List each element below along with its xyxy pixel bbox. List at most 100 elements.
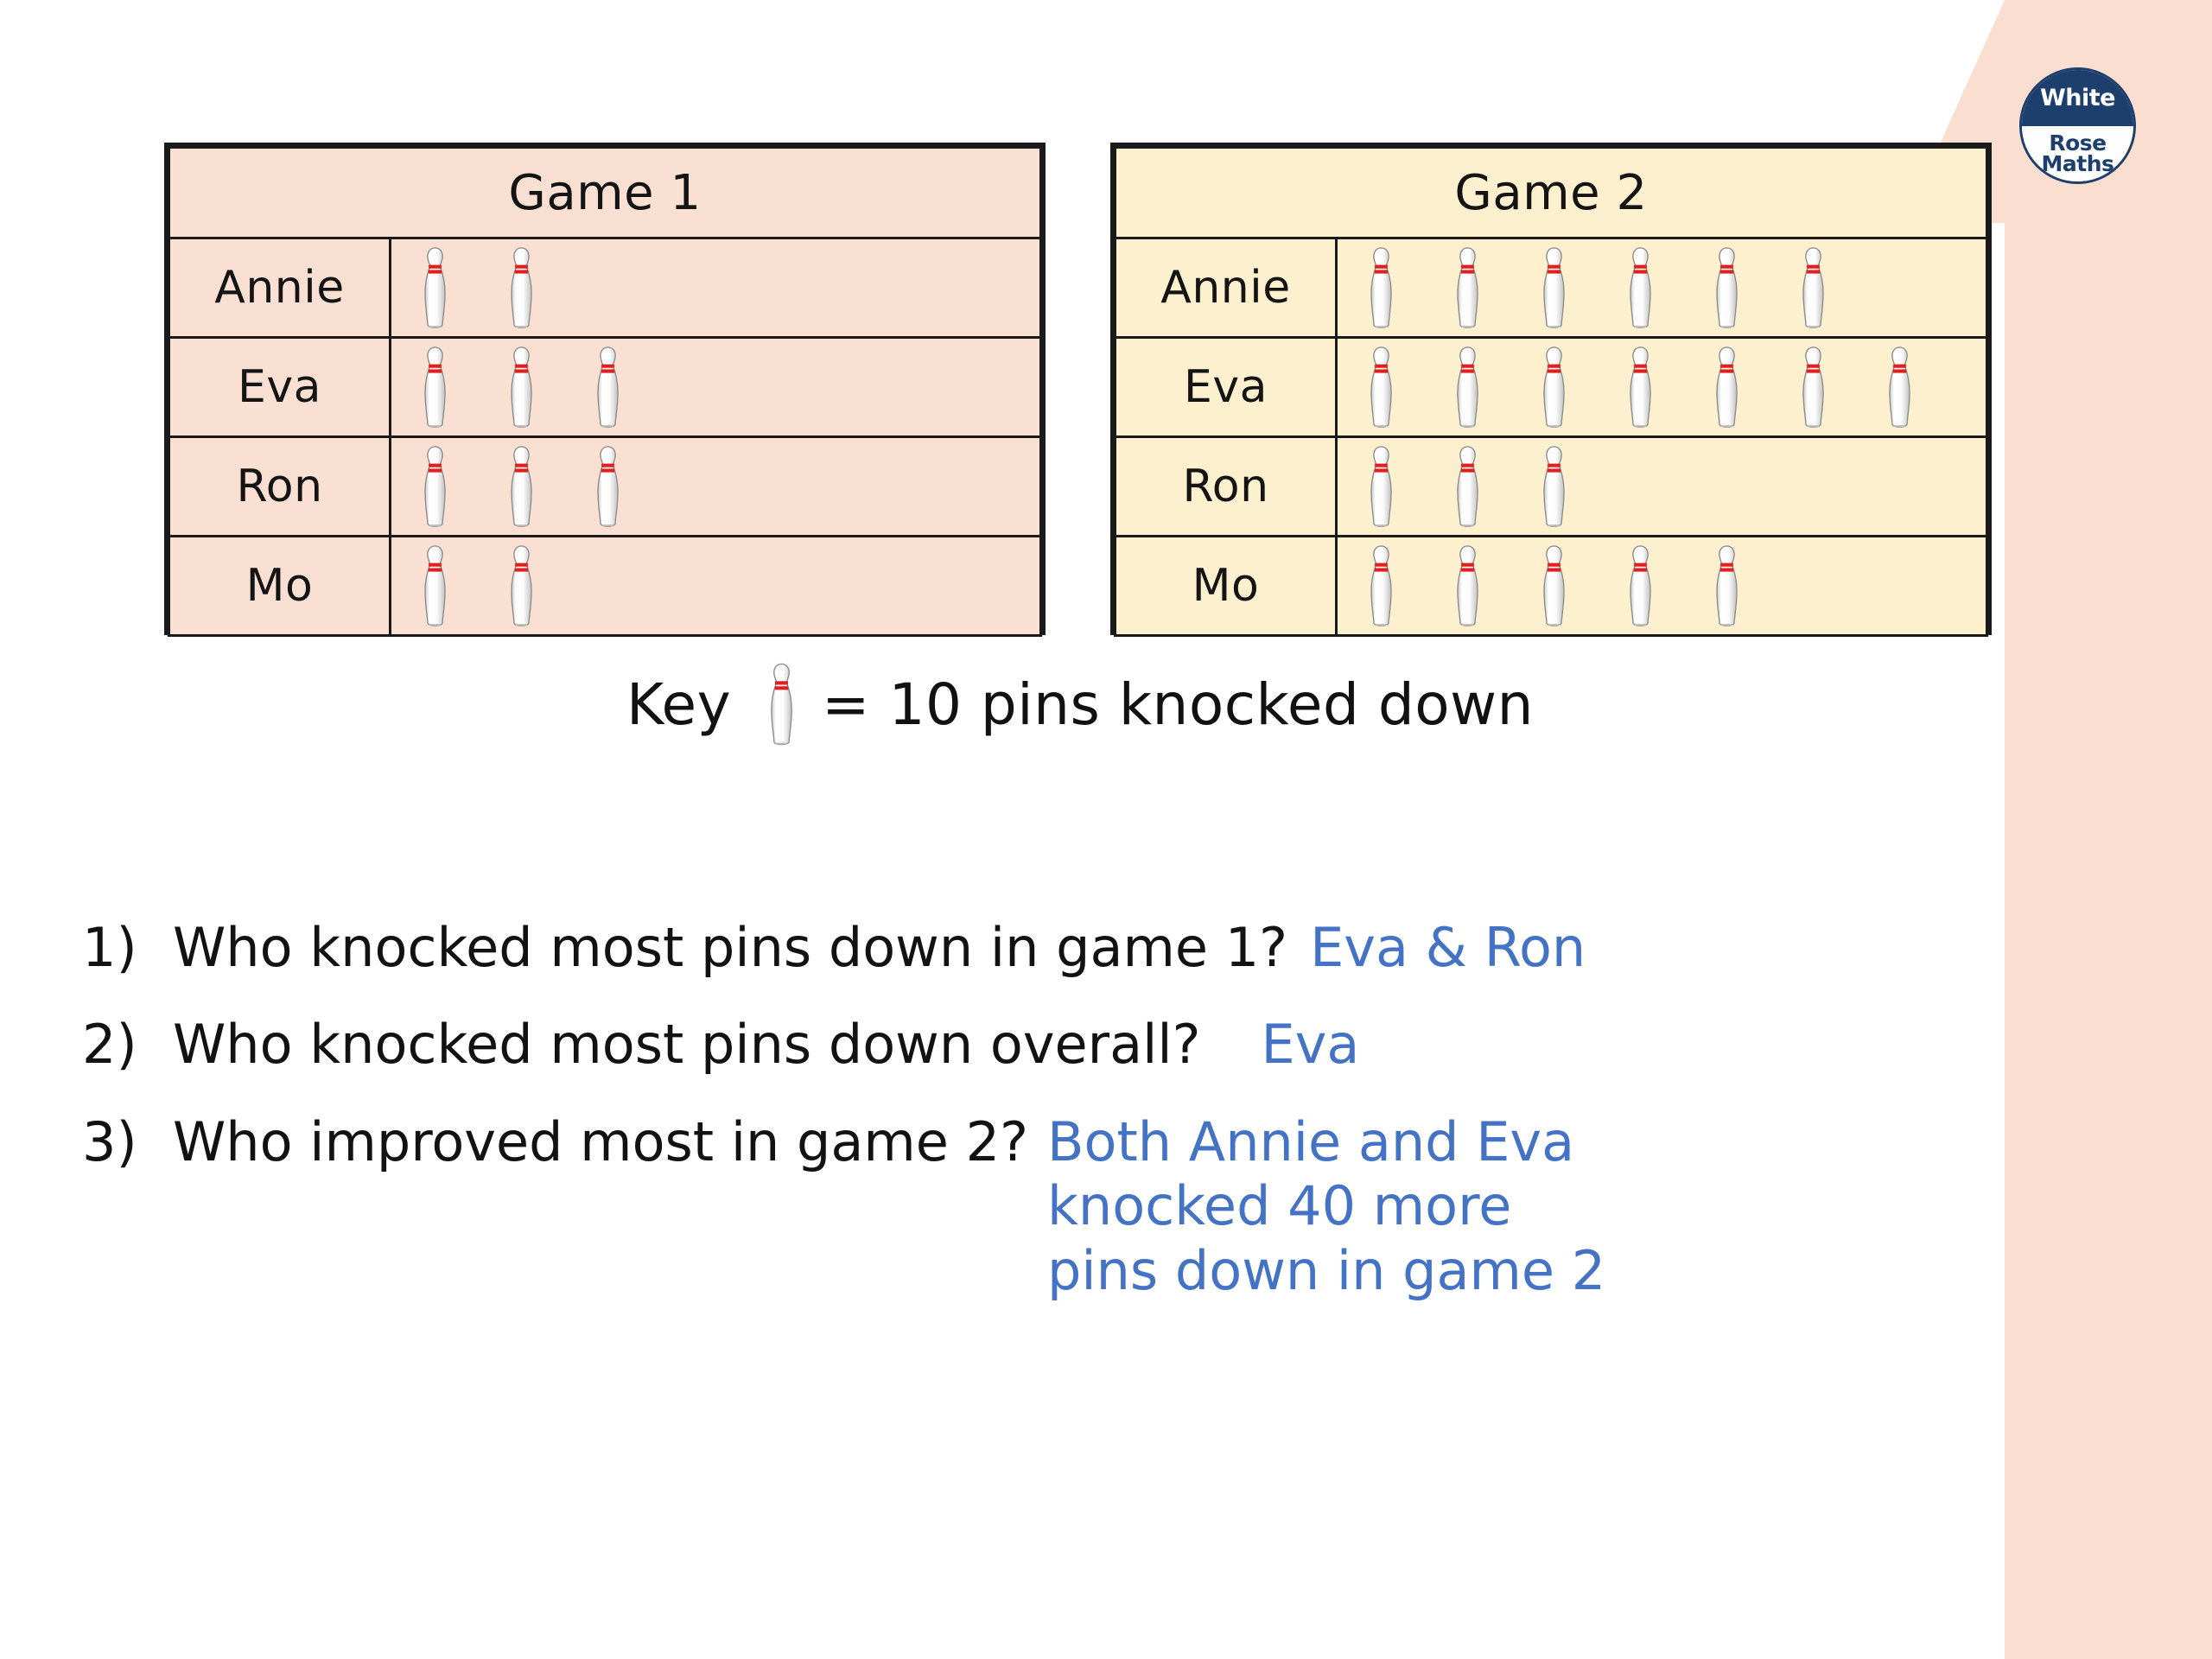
bowling-pin-icon: [1456, 346, 1478, 428]
bowling-pin-icon: [1370, 446, 1392, 527]
pin-icon-slot: [1338, 246, 1424, 329]
pin-icon-slot: [1683, 346, 1770, 429]
pin-icon-slot: [1510, 544, 1597, 627]
pin-icon-slot: [1770, 246, 1856, 329]
bowling-pin-icon: [1802, 346, 1824, 428]
bowling-pin-icon: [1802, 247, 1824, 328]
bowling-pin-icon: [510, 446, 532, 527]
player-name-mo-game-1: Mo: [168, 535, 391, 637]
bowling-pin-icon: [1542, 247, 1565, 328]
pin-icon-slot: [478, 246, 564, 329]
bowling-pin-icon: [1542, 446, 1565, 527]
question-number-2: 2): [82, 1013, 137, 1077]
pin-icon-slot: [391, 346, 478, 429]
player-name-eva-game-2: Eva: [1114, 336, 1338, 438]
pin-icon-slot: [1424, 346, 1510, 429]
bowling-pin-icon: [1629, 545, 1651, 626]
player-name-annie-game-1: Annie: [168, 237, 391, 339]
bowling-pin-icon: [1370, 545, 1392, 626]
question-answer-1: Eva & Ron: [1310, 916, 1586, 979]
pin-icon-slot: [1683, 246, 1770, 329]
pin-strip: [391, 339, 1039, 435]
player-name-annie-game-2: Annie: [1114, 237, 1338, 339]
key-legend: Key = 10 pins knocked down: [626, 657, 1534, 752]
bowling-pin-icon: [1629, 247, 1651, 328]
pin-row-eva-game-1: [389, 336, 1042, 438]
table-row: Eva: [168, 336, 1042, 438]
bowling-pin-icon: [423, 545, 446, 626]
logo-line-rose: Rose: [2049, 130, 2107, 156]
bowling-pin-icon: [1715, 346, 1738, 428]
bowling-pin-icon: [510, 247, 532, 328]
question-row-1: 1) Who knocked most pins down in game 1?…: [82, 916, 2052, 980]
pin-row-ron-game-1: [389, 435, 1042, 537]
question-answer-3: Both Annie and Eva knocked 40 more pins …: [1047, 1109, 1606, 1302]
pin-icon-slot: [1424, 544, 1510, 627]
pin-row-eva-game-2: [1335, 336, 1988, 438]
pin-icon-slot: [391, 246, 478, 329]
pin-icon-slot: [1510, 246, 1597, 329]
pin-row-ron-game-2: [1335, 435, 1988, 537]
bowling-pin-icon: [423, 446, 446, 527]
player-name-ron-game-2: Ron: [1114, 435, 1338, 537]
table-row: Eva: [1114, 336, 1988, 438]
bowling-pin-icon: [1629, 346, 1651, 428]
player-name-ron-game-1: Ron: [168, 435, 391, 537]
bowling-pin-icon: [596, 346, 619, 428]
question-answer-2: Eva: [1261, 1013, 1360, 1077]
bowling-pin-icon: [1542, 545, 1565, 626]
bowling-pin-icon: [1888, 346, 1910, 428]
pin-icon-slot: [1510, 445, 1597, 528]
pin-icon-slot: [1338, 544, 1424, 627]
bowling-pin-icon: [596, 446, 619, 527]
pin-icon-slot: [1424, 246, 1510, 329]
player-name-mo-game-2: Mo: [1114, 535, 1338, 637]
pin-strip: [1338, 339, 1986, 435]
questions-list: 1) Who knocked most pins down in game 1?…: [82, 916, 2052, 1322]
game-title-game-2: Game 2: [1114, 146, 1988, 239]
bowling-pin-icon: [1456, 545, 1478, 626]
pin-icon-slot: [1597, 544, 1683, 627]
table-row: Annie: [168, 237, 1042, 339]
bowling-pin-icon: [1456, 446, 1478, 527]
pin-icon-slot: [478, 445, 564, 528]
pin-icon-slot: [1424, 445, 1510, 528]
question-text-1: Who knocked most pins down in game 1?: [173, 916, 1288, 979]
pin-row-mo-game-2: [1335, 535, 1988, 637]
pin-icon-slot: [564, 346, 651, 429]
pin-strip: [1338, 239, 1986, 336]
pin-icon-slot: [391, 544, 478, 627]
bowling-pin-icon: [771, 663, 792, 746]
bowling-pin-icon: [1542, 346, 1565, 428]
pin-icon-slot: [564, 445, 651, 528]
pin-strip: [391, 438, 1039, 535]
pin-icon-slot: [1338, 346, 1424, 429]
logo-top-half: White: [2022, 70, 2133, 126]
table-row: Ron: [1114, 435, 1988, 537]
bowling-pin-icon: [1715, 545, 1738, 626]
pin-strip: [391, 239, 1039, 336]
bowling-pin-icon: [1370, 346, 1392, 428]
pin-row-annie-game-1: [389, 237, 1042, 339]
question-row-2: 2) Who knocked most pins down overall? E…: [82, 1013, 2052, 1077]
bowling-pin-icon: [510, 545, 532, 626]
bowling-pin-icon: [510, 346, 532, 428]
table-header-row: Game 2: [1114, 146, 1988, 239]
pin-icon-slot: [478, 346, 564, 429]
pin-row-annie-game-2: [1335, 237, 1988, 339]
pin-icon-slot: [1770, 346, 1856, 429]
bowling-pin-icon: [1456, 247, 1478, 328]
key-equals-text: = 10 pins knocked down: [822, 671, 1534, 738]
table-row: Annie: [1114, 237, 1988, 339]
pin-icon-slot: [1597, 246, 1683, 329]
bowling-pin-icon: [423, 247, 446, 328]
bowling-pin-icon: [1715, 247, 1738, 328]
table-row: Mo: [168, 535, 1042, 637]
pin-row-mo-game-1: [389, 535, 1042, 637]
table-row: Ron: [168, 435, 1042, 537]
pin-icon-slot: [1338, 445, 1424, 528]
white-rose-maths-logo: White Rose Maths: [2019, 67, 2136, 184]
